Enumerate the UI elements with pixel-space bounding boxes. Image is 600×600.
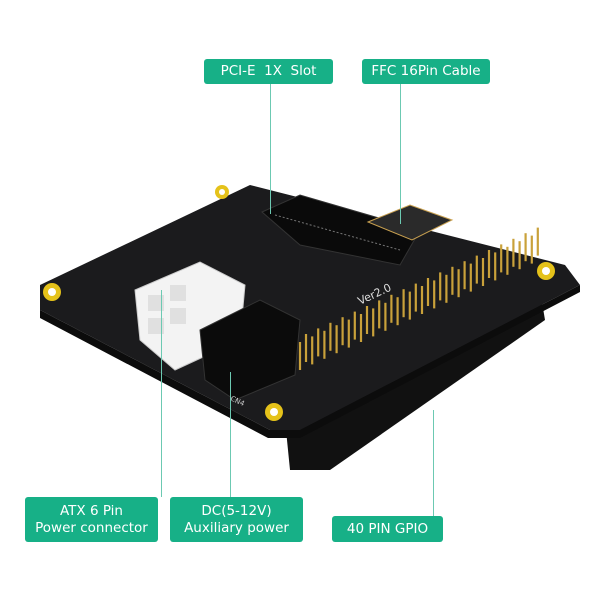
callout-text: Auxiliary power	[184, 519, 289, 536]
callout-text: 40 PIN GPIO	[346, 520, 429, 537]
gpio-leader-line	[433, 410, 434, 516]
dc-leader-line	[230, 372, 231, 497]
pcie-slot	[261, 194, 421, 266]
callout-dc-power: DC(5-12V)Auxiliary power	[170, 497, 303, 542]
dc-jack	[199, 299, 301, 401]
ffc-leader-line	[400, 84, 401, 224]
callout-text: DC(5-12V)	[201, 502, 272, 519]
callout-text: Power connector	[35, 519, 148, 536]
gpio-pins	[298, 227, 539, 370]
callout-text: PCI-E 1X Slot	[220, 63, 317, 79]
callout-text: FFC 16Pin Cable	[371, 63, 481, 79]
ffc-connector	[366, 204, 454, 241]
pcie-leader-line	[270, 84, 271, 214]
callout-ffc-cable: FFC 16Pin Cable	[362, 59, 490, 84]
callout-gpio: 40 PIN GPIO	[332, 516, 443, 542]
callout-text: ATX 6 Pin	[59, 502, 123, 519]
atx-leader-line	[161, 290, 162, 497]
callout-pcie-slot: PCI-E 1X Slot	[204, 59, 333, 84]
